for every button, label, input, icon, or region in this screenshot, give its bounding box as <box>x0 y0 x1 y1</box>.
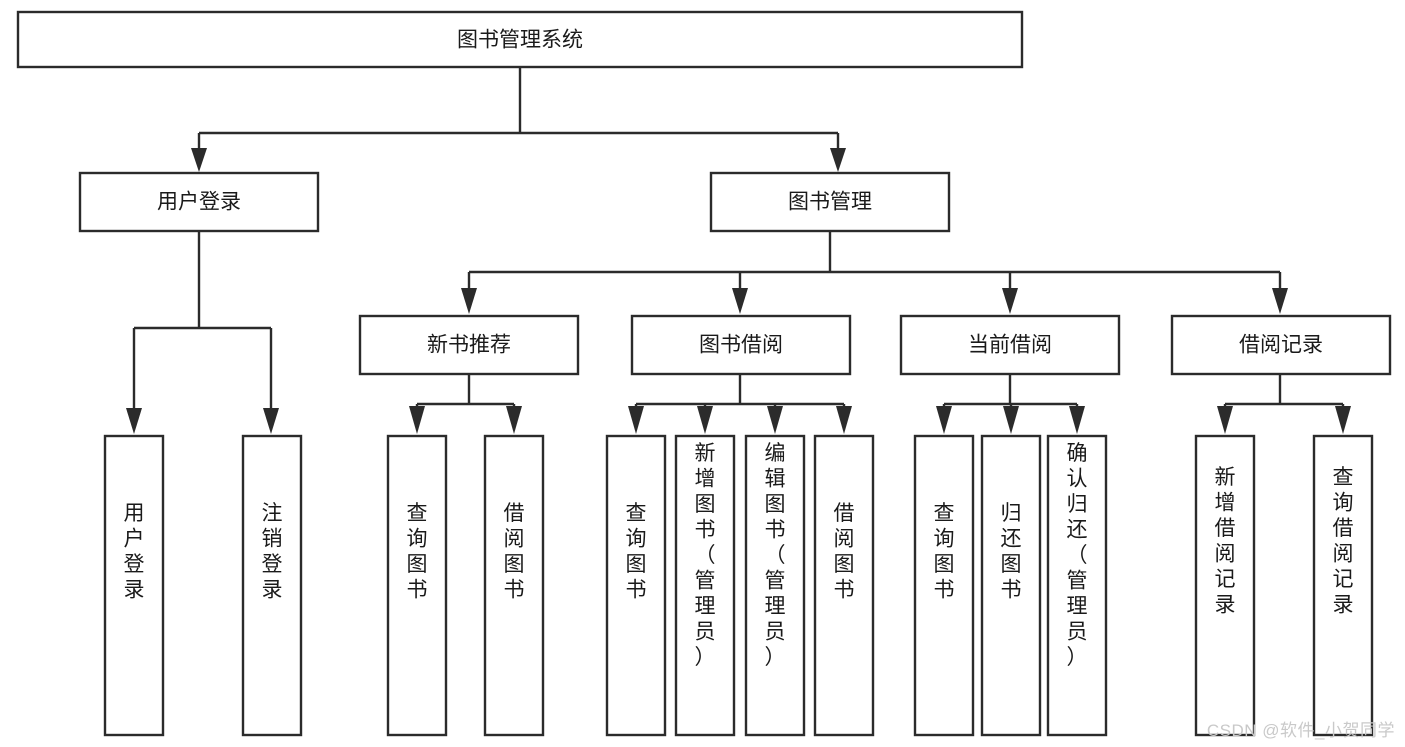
node-label-new-book-recommend: 新书推荐 <box>427 334 511 357</box>
arrow-head-icon <box>1069 406 1085 434</box>
node-label-book-management: 图书管理 <box>788 191 872 214</box>
arrow-head-icon <box>1217 406 1233 434</box>
arrow-head-icon <box>1272 288 1288 314</box>
node-leaf-current-borrow-3[interactable]: 确认归还（管理员） <box>1046 434 1108 737</box>
node-label-root: 图书管理系统 <box>457 29 583 52</box>
node-label-book-borrow: 图书借阅 <box>699 334 783 357</box>
arrow-head-icon <box>409 406 425 434</box>
arrow-head-icon <box>697 406 713 434</box>
arrow-head-icon <box>836 406 852 434</box>
connector-currentborrow-to-leaves <box>936 374 1085 434</box>
arrow-head-icon <box>191 148 207 172</box>
node-label-leaf: 归还图书 <box>1001 502 1022 602</box>
node-root-system[interactable]: 图书管理系统 <box>16 10 1024 69</box>
node-borrow-record[interactable]: 借阅记录 <box>1170 314 1392 376</box>
arrow-head-icon <box>506 406 522 434</box>
node-label-leaf: 查询图书 <box>626 502 647 602</box>
connector-borrowrecord-to-leaves <box>1217 374 1351 434</box>
arrow-head-icon <box>263 408 279 434</box>
node-leaf-current-borrow-1[interactable]: 查询图书 <box>913 434 975 737</box>
node-label-leaf: 确认归还（管理员） <box>1067 442 1088 669</box>
connector-bookmgmt-to-level3 <box>461 231 1288 314</box>
node-leaf-new-book-2[interactable]: 借阅图书 <box>483 434 545 737</box>
node-book-borrow[interactable]: 图书借阅 <box>630 314 852 376</box>
arrow-head-icon <box>628 406 644 434</box>
node-leaf-borrow-record-2[interactable]: 查询借阅记录 <box>1312 434 1374 737</box>
node-label-current-borrow: 当前借阅 <box>968 334 1052 357</box>
node-user-login[interactable]: 用户登录 <box>78 171 320 233</box>
node-leaf-user-login-2[interactable]: 注销登录 <box>241 434 303 737</box>
node-leaf-user-login-1[interactable]: 用户登录 <box>103 434 165 737</box>
connector-bookborrow-to-leaves <box>628 374 852 434</box>
connector-root-to-level2 <box>191 67 846 172</box>
node-leaf-borrow-record-1[interactable]: 新增借阅记录 <box>1194 434 1256 737</box>
node-label-leaf: 查询图书 <box>407 502 428 602</box>
node-label-leaf: 借阅图书 <box>834 502 855 602</box>
node-leaf-current-borrow-2[interactable]: 归还图书 <box>980 434 1042 737</box>
node-label-borrow-record: 借阅记录 <box>1239 334 1323 357</box>
arrow-head-icon <box>126 408 142 434</box>
csdn-watermark: CSDN @软件_小贺同学 <box>1206 721 1395 740</box>
node-leaf-book-borrow-3[interactable]: 编辑图书（管理员） <box>744 434 806 737</box>
connector-userlogin-to-leaves <box>126 231 279 434</box>
node-label-leaf: 新增图书（管理员） <box>695 442 716 669</box>
node-book-management[interactable]: 图书管理 <box>709 171 951 233</box>
node-label-leaf: 查询借阅记录 <box>1333 466 1354 617</box>
connector-newbook-to-leaves <box>409 374 522 434</box>
node-leaf-book-borrow-2[interactable]: 新增图书（管理员） <box>674 434 736 737</box>
node-label-user-login: 用户登录 <box>157 191 241 214</box>
node-label-leaf: 注销登录 <box>262 502 283 602</box>
node-leaf-new-book-1[interactable]: 查询图书 <box>386 434 448 737</box>
arrow-head-icon <box>1335 406 1351 434</box>
node-label-leaf: 借阅图书 <box>504 502 525 602</box>
arrow-head-icon <box>461 288 477 314</box>
arrow-head-icon <box>1002 288 1018 314</box>
node-label-leaf: 编辑图书（管理员） <box>765 442 786 669</box>
node-new-book-recommend[interactable]: 新书推荐 <box>358 314 580 376</box>
node-label-leaf: 查询图书 <box>934 502 955 602</box>
arrow-head-icon <box>767 406 783 434</box>
arrow-head-icon <box>936 406 952 434</box>
node-leaf-book-borrow-4[interactable]: 借阅图书 <box>813 434 875 737</box>
node-leaf-book-borrow-1[interactable]: 查询图书 <box>605 434 667 737</box>
node-current-borrow[interactable]: 当前借阅 <box>899 314 1121 376</box>
arrow-head-icon <box>1003 406 1019 434</box>
arrow-head-icon <box>830 148 846 172</box>
arrow-head-icon <box>732 288 748 314</box>
node-label-leaf: 新增借阅记录 <box>1215 466 1236 617</box>
node-label-leaf: 用户登录 <box>124 502 145 602</box>
